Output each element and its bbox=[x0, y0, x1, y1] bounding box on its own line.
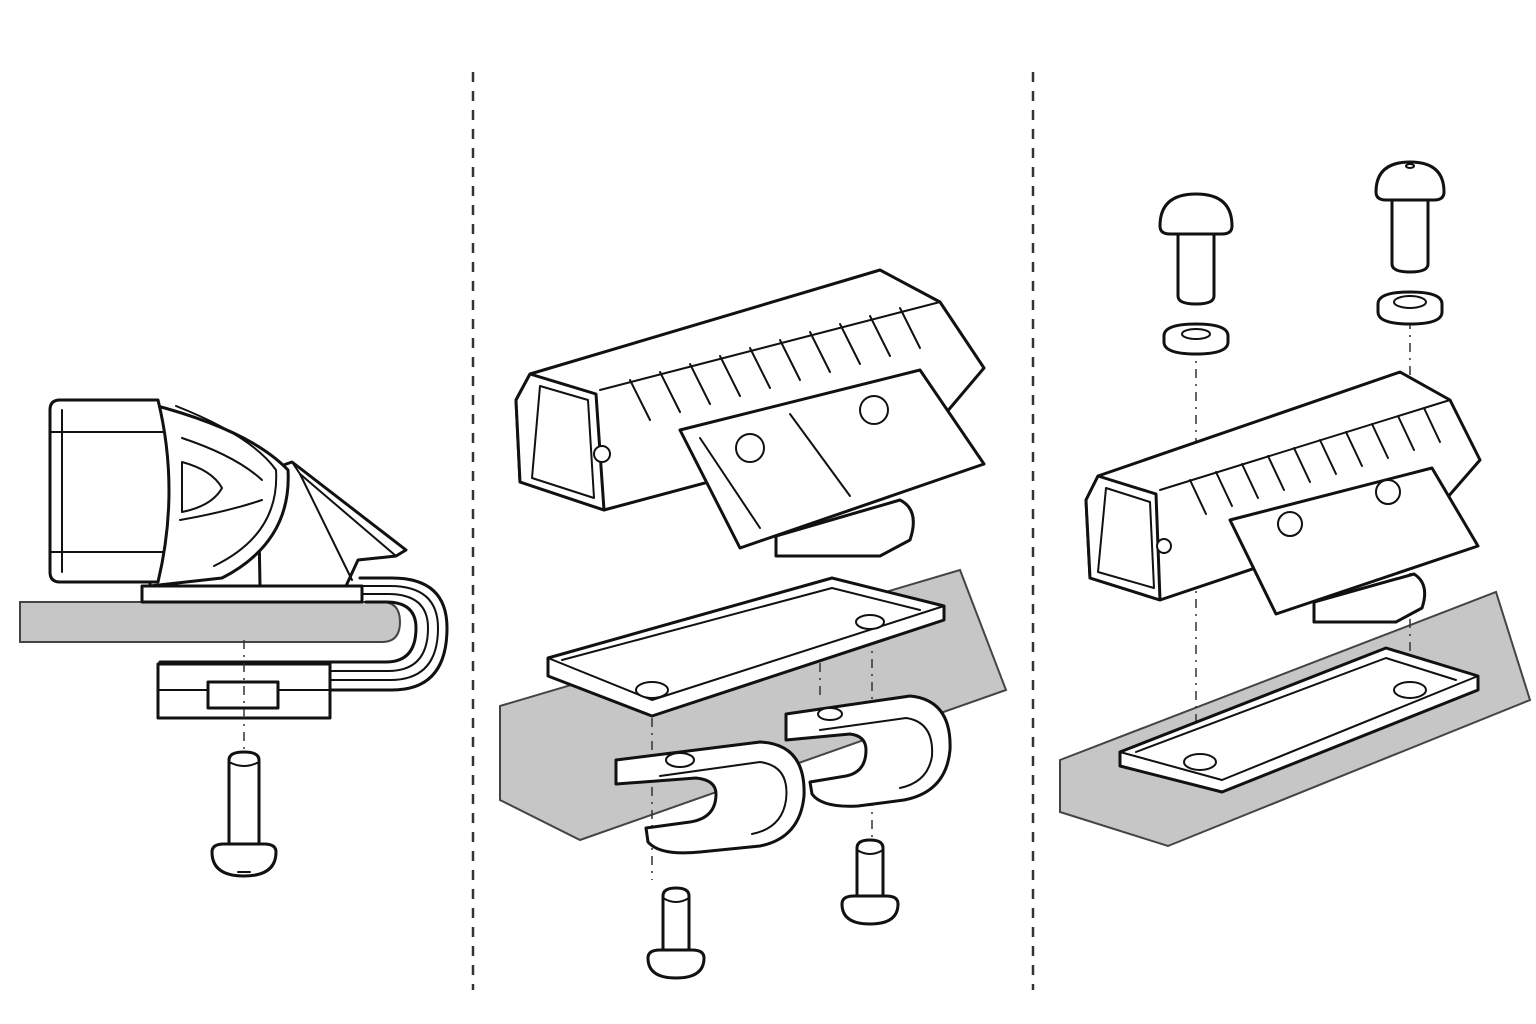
u-bracket-left bbox=[614, 740, 806, 855]
washer-3a bbox=[1162, 322, 1230, 356]
mounting-bolt-2a bbox=[646, 886, 706, 980]
gasket-plate-2 bbox=[546, 576, 946, 718]
gasket-plate-3 bbox=[1118, 646, 1480, 794]
lamp-bracket-2 bbox=[678, 368, 986, 550]
u-bracket-right bbox=[784, 694, 952, 808]
heat-sink-fins-3 bbox=[1189, 407, 1441, 515]
plate-hole-3a bbox=[1183, 753, 1217, 771]
mounting-bolt-2b bbox=[840, 838, 900, 926]
nut-insert bbox=[206, 680, 280, 710]
lamp-base-plate bbox=[140, 584, 364, 604]
pivot-bolt-3a bbox=[1156, 538, 1172, 554]
mounting-bolt-3a bbox=[1158, 192, 1234, 306]
lamp-end-face-3 bbox=[1084, 474, 1162, 602]
panel-two-bracket-mount bbox=[499, 268, 1008, 980]
mount-arm bbox=[256, 460, 408, 588]
lamp-lens bbox=[48, 398, 171, 584]
mounting-surface bbox=[19, 601, 402, 643]
bracket-hole-left bbox=[665, 752, 695, 768]
bracket-hole-right bbox=[817, 707, 843, 721]
lamp-body-3 bbox=[1084, 370, 1482, 624]
lamp-bracket-3 bbox=[1228, 466, 1480, 616]
washer-3b bbox=[1376, 290, 1444, 326]
heat-sink-fins-2 bbox=[629, 307, 921, 421]
lamp-body-2 bbox=[514, 268, 986, 558]
plate-hole-3b bbox=[1393, 681, 1427, 699]
plate-hole-2b bbox=[855, 614, 885, 630]
pivot-bolt-2a bbox=[593, 445, 611, 463]
plate-hole-2a bbox=[635, 681, 669, 699]
mounting-bolt-1 bbox=[210, 750, 278, 878]
panel-side-view bbox=[19, 398, 449, 878]
mounting-bolt-3b bbox=[1374, 160, 1446, 274]
panel-flat-plate-mount bbox=[1059, 160, 1532, 848]
lamp-housing bbox=[148, 402, 290, 588]
